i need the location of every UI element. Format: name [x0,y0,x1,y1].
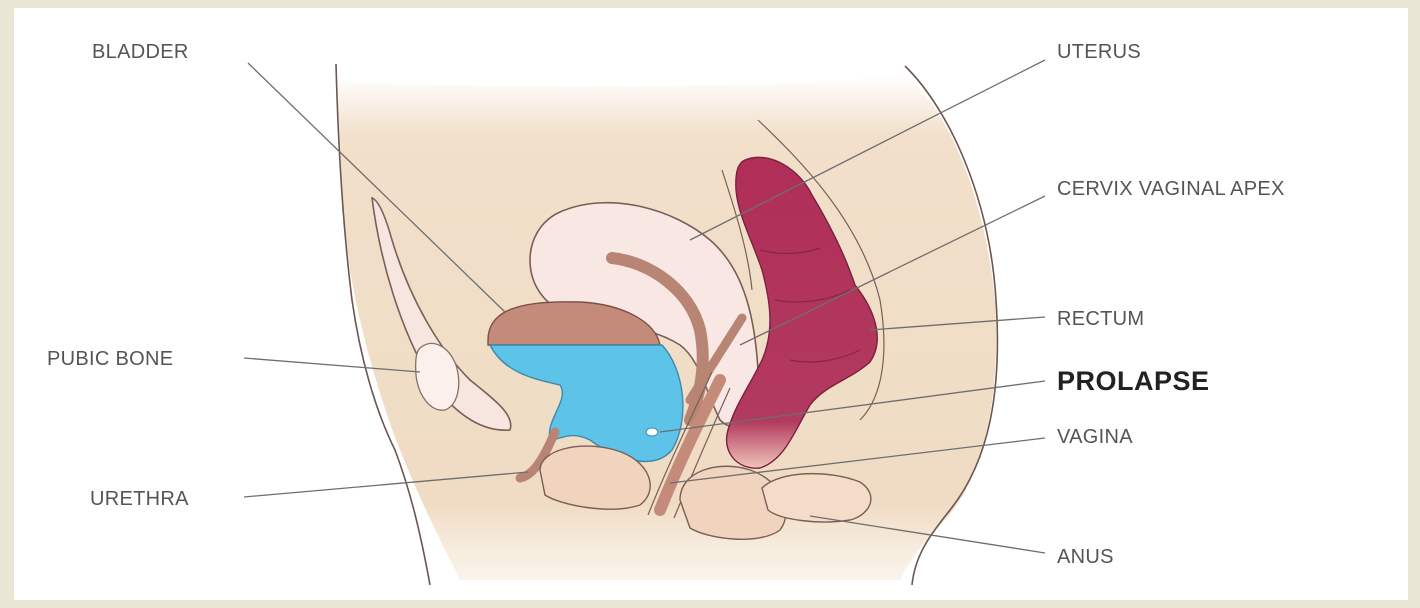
label-vagina: VAGINA [1057,426,1133,448]
label-uterus: UTERUS [1057,41,1141,63]
label-bladder: BLADDER [92,41,189,63]
label-cervix-vaginal-apex: CERVIX VAGINAL APEX [1057,178,1285,200]
prolapse-marker [646,428,658,436]
label-anus: ANUS [1057,546,1114,568]
label-pubic-bone: PUBIC BONE [47,348,173,370]
perineum-anus [762,474,871,522]
label-rectum: RECTUM [1057,308,1144,330]
label-prolapse: PROLAPSE [1057,366,1210,396]
label-urethra: URETHRA [90,488,189,510]
